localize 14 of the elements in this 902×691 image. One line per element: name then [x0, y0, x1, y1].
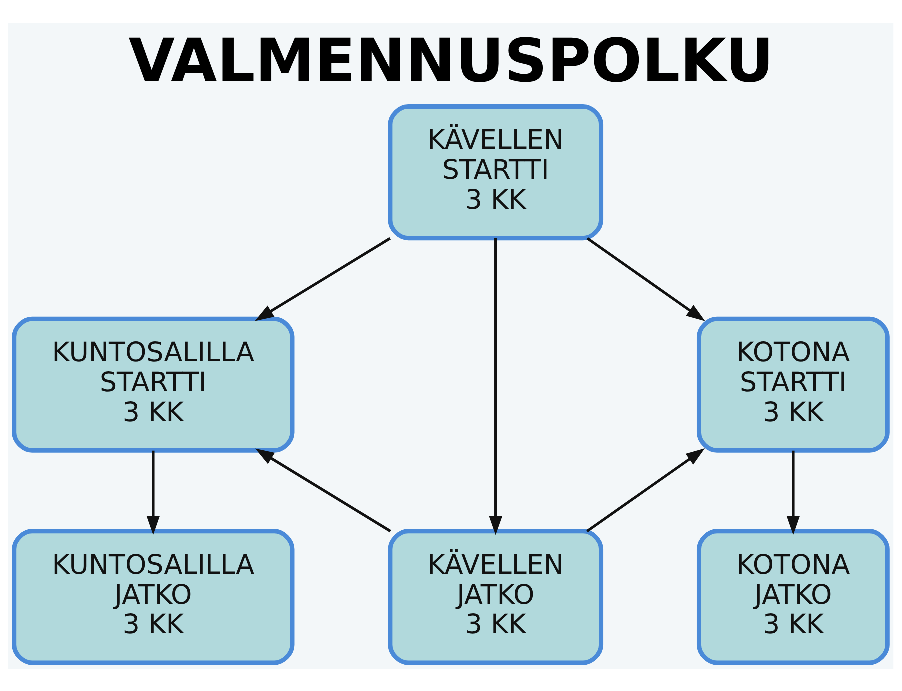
- arrow: [256, 448, 392, 532]
- node-box: KÄVELLEN JATKO 3 KK: [388, 528, 604, 665]
- arrow: [586, 236, 706, 321]
- node-box: KUNTOSALILLA STARTTI 3 KK: [12, 316, 295, 452]
- arrow: [586, 448, 706, 532]
- node-box: KOTONA JATKO 3 KK: [696, 528, 890, 665]
- node-box: KUNTOSALILLA JATKO 3 KK: [12, 528, 295, 665]
- diagram-title: VALMENNUSPOLKU: [128, 26, 774, 96]
- arrow: [786, 450, 800, 535]
- arrow: [489, 238, 502, 535]
- arrow: [255, 236, 392, 321]
- node-box: KÄVELLEN STARTTI 3 KK: [388, 104, 604, 240]
- arrow: [146, 450, 160, 535]
- node-box: KOTONA STARTTI 3 KK: [696, 316, 890, 452]
